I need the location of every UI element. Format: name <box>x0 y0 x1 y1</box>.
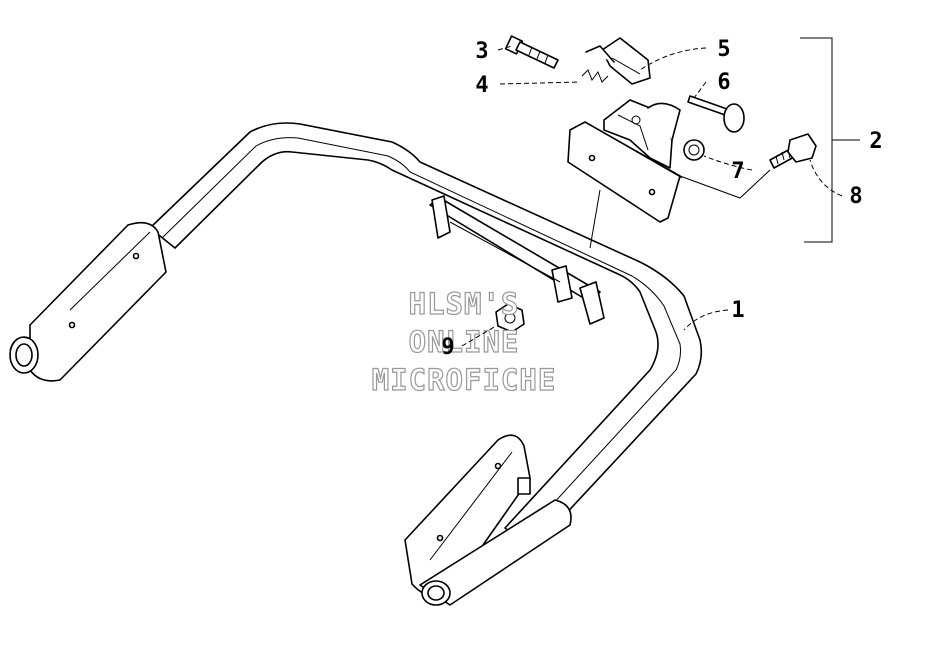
callout-8: 8 <box>849 184 862 209</box>
callout-5: 5 <box>717 37 730 62</box>
bumper-frame <box>9 122 703 606</box>
watermark: HLSM'S ONLINE MICROFICHE <box>371 286 557 397</box>
callout-3: 3 <box>475 39 488 64</box>
leader-lines <box>461 37 860 347</box>
lock-nut <box>495 303 525 333</box>
callout-1: 1 <box>731 298 744 323</box>
bushing <box>683 139 705 161</box>
hitch-assembly <box>504 35 817 249</box>
cap-screw <box>769 133 817 169</box>
callout-4: 4 <box>475 73 488 98</box>
hitch-pin <box>687 95 745 133</box>
callouts: 1 2 3 4 5 6 7 8 9 <box>441 37 882 360</box>
callout-9: 9 <box>441 335 454 360</box>
watermark-line-3: MICROFICHE <box>372 363 557 397</box>
bolt <box>504 35 559 69</box>
cross-brace <box>429 195 605 325</box>
callout-7: 7 <box>731 159 744 184</box>
watermark-line-2: ONLINE <box>409 325 520 359</box>
callout-2: 2 <box>869 129 882 154</box>
callout-6: 6 <box>717 70 730 95</box>
watermark-line-1: HLSM'S <box>409 287 520 321</box>
